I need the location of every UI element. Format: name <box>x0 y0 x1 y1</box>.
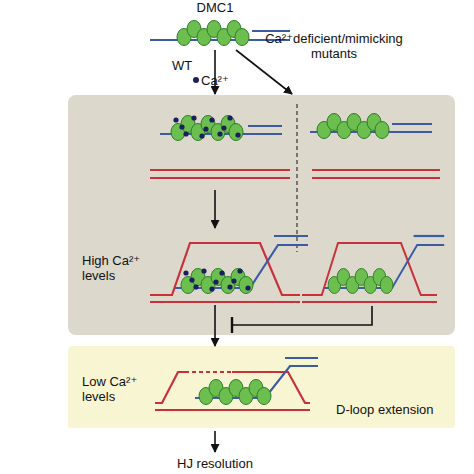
high-calcium-band: High Ca²⁺ levels <box>68 95 455 335</box>
mutant-label: Ca²⁺deficient/mimicking mutants <box>244 31 424 61</box>
resolution-arrow <box>214 431 216 452</box>
protein-name: DMC1 <box>185 0 245 15</box>
band-heading: High Ca²⁺ levels <box>82 253 158 283</box>
outcome-label: HJ resolution <box>160 456 270 471</box>
low-calcium-band: Low Ca²⁺ levelsD-loop extension <box>68 346 455 428</box>
flow-arrow <box>214 335 216 346</box>
mutant-arrow <box>236 50 292 94</box>
step-label: D-loop extension <box>336 402 452 417</box>
ion-label: Ca²⁺ <box>201 73 241 88</box>
genotype-label: WT <box>172 58 202 73</box>
band-heading: Low Ca²⁺ levels <box>82 374 158 404</box>
calcium-dot <box>193 77 199 83</box>
